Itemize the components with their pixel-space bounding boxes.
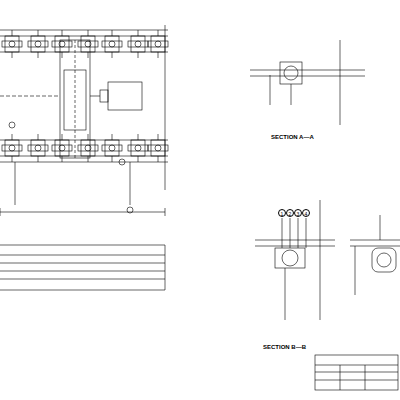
section-title: SECTION B—B	[262, 344, 307, 350]
title-block	[315, 355, 398, 390]
callout-number: 3	[294, 209, 302, 217]
section-b-view	[255, 200, 335, 320]
section-a-view	[250, 40, 365, 125]
callout-number: 4	[302, 209, 310, 217]
section-title: SECTION A—A	[270, 134, 315, 140]
plan-view	[0, 25, 168, 290]
callout-number: 1	[278, 209, 286, 217]
callout-number: 2	[286, 209, 294, 217]
section-c-view	[350, 215, 400, 295]
